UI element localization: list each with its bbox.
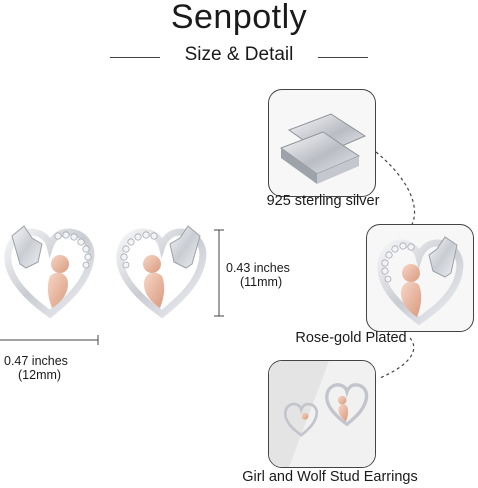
detail-thumb-rose-gold	[366, 224, 474, 332]
left-earring	[4, 225, 95, 319]
section-header: Size & Detail	[0, 44, 478, 74]
width-mm-label: (12mm)	[18, 368, 62, 382]
section-subtitle: Size & Detail	[184, 44, 294, 65]
heart-earring-icon	[377, 236, 464, 326]
right-earring	[116, 225, 207, 319]
detail-thumb-silver	[268, 89, 376, 197]
header-rule-left	[110, 57, 160, 58]
width-dimension-line	[0, 335, 99, 345]
brand-title: Senpotly	[170, 0, 308, 36]
height-mm-label: (11mm)	[240, 275, 283, 289]
earrings-pair-icon	[269, 361, 375, 467]
earrings-product-image	[4, 225, 207, 319]
detail-caption-rose-gold: Rose-gold Plated	[295, 330, 407, 346]
header-rule-right	[318, 57, 368, 58]
detail-thumb-earrings	[268, 360, 376, 468]
height-inches-label: 0.43 inches	[226, 261, 290, 275]
detail-caption-earrings: Girl and Wolf Stud Earrings	[242, 469, 418, 485]
detail-caption-silver: 925 sterling silver	[266, 193, 380, 209]
height-dimension-line	[214, 229, 224, 317]
dashed-connector	[375, 151, 415, 379]
width-inches-label: 0.47 inches	[4, 354, 68, 368]
silver-bar-icon	[279, 113, 367, 184]
